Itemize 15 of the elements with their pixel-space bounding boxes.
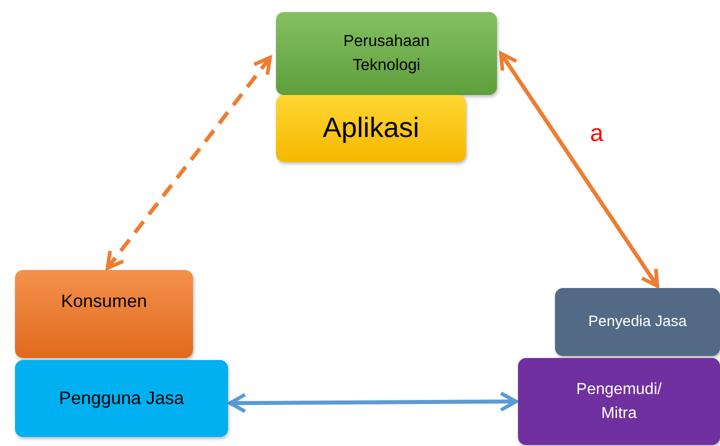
box-label: Pengemudi/ Mitra bbox=[575, 380, 663, 424]
box-label: Aplikasi bbox=[322, 111, 420, 146]
provider-box bbox=[555, 288, 720, 356]
box-label: Penyedia Jasa bbox=[588, 312, 687, 332]
arrow bbox=[499, 52, 660, 288]
dashed-arrow bbox=[106, 56, 272, 270]
box-label: Perusahaan Teknologi bbox=[342, 32, 431, 76]
driver-box bbox=[518, 358, 720, 445]
arrow bbox=[228, 391, 518, 414]
app-box bbox=[276, 95, 466, 162]
service-user-box bbox=[15, 360, 228, 437]
box-label: Pengguna Jasa bbox=[58, 387, 184, 410]
box-label: Konsumen bbox=[60, 290, 148, 313]
consumer-box bbox=[15, 270, 193, 358]
company-box bbox=[276, 12, 497, 95]
